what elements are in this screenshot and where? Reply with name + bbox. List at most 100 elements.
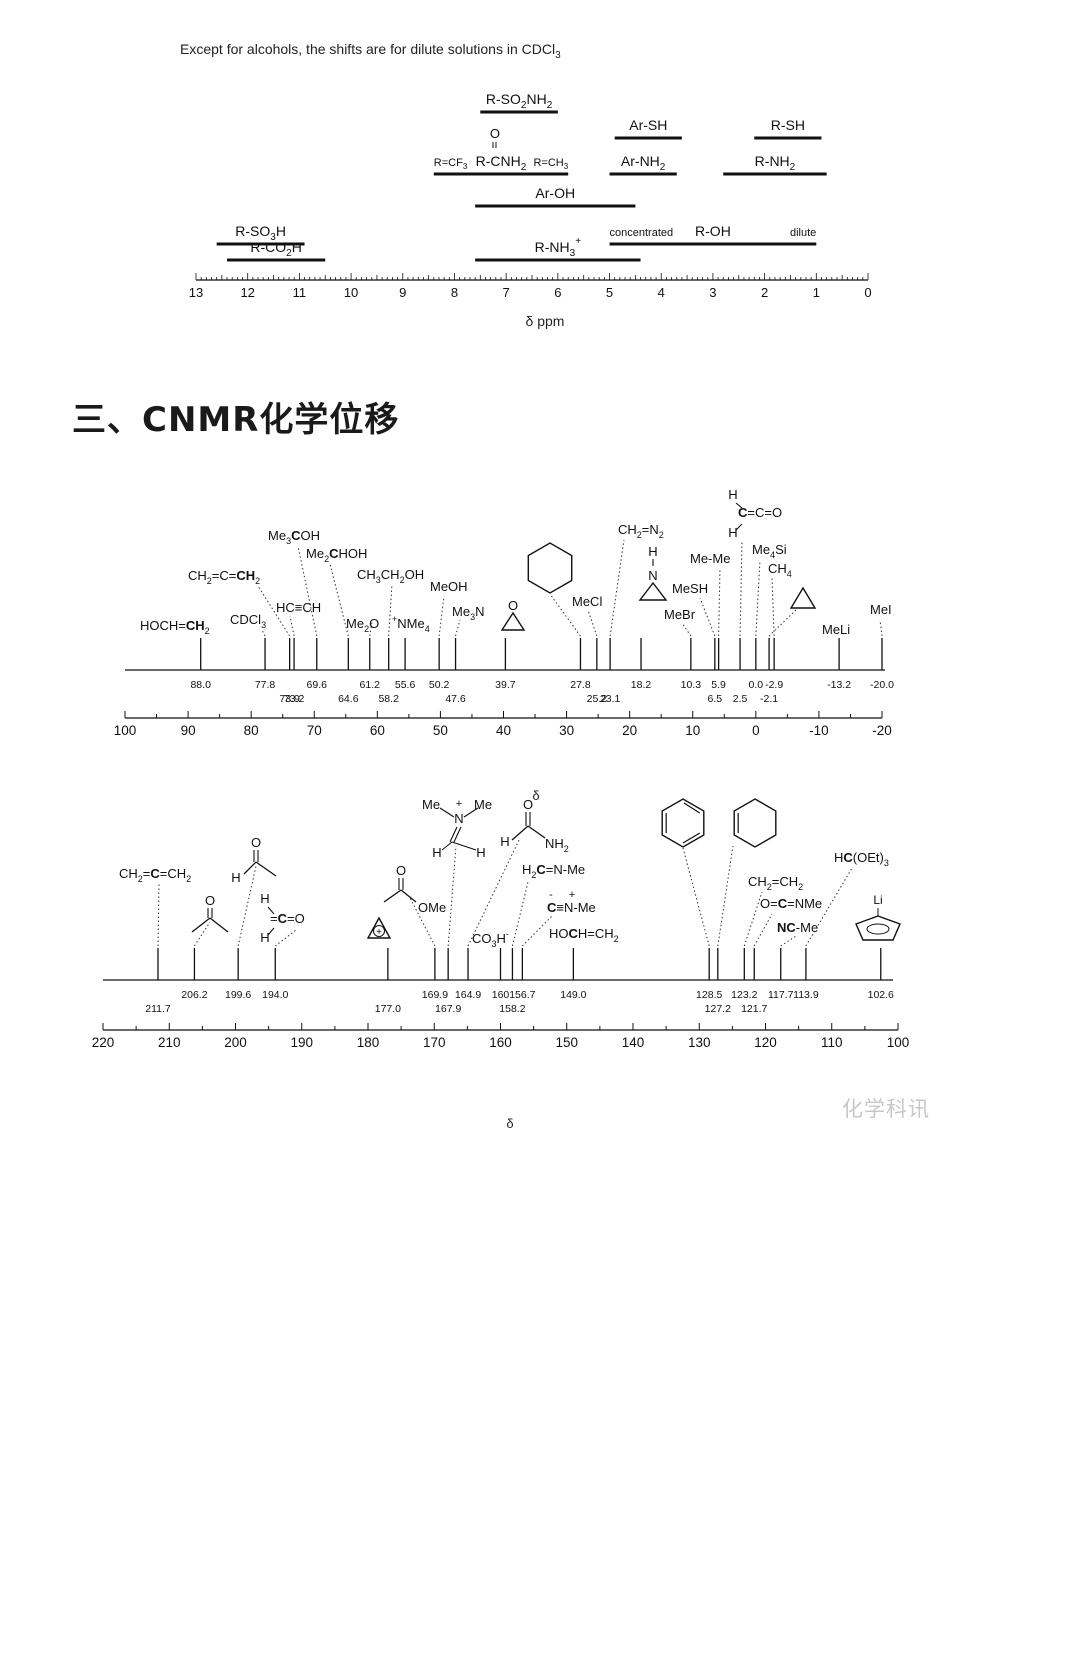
peak-value-label: 0.0	[749, 679, 764, 691]
peak-value-label: 199.6	[225, 989, 251, 1001]
chart-note: Except for alcohols, the shifts are for …	[180, 41, 561, 61]
peak-value-label: 121.7	[741, 1003, 767, 1015]
peak-value-label: 27.8	[570, 679, 591, 691]
struct-enol: HOCH=CH2	[549, 926, 619, 944]
bond	[439, 807, 455, 818]
aziridine-n: N	[648, 568, 657, 583]
peak-value-label: 58.2	[378, 693, 399, 705]
axis-tick-label: -10	[809, 723, 829, 738]
peak-value-label: 211.7	[145, 1003, 171, 1015]
peak-value-label: 123.2	[731, 989, 757, 1001]
peak-value-label: 23.1	[600, 693, 621, 705]
leader-line	[682, 847, 710, 947]
struct-mebr: MeBr	[664, 607, 696, 622]
bond	[451, 841, 477, 851]
leader-line	[455, 619, 461, 637]
leader-line	[681, 622, 692, 637]
acetaldehyde-o: O	[251, 835, 261, 850]
struct-meoh: MeOH	[430, 579, 468, 594]
bond	[453, 826, 462, 843]
carbonyl-oxygen: O	[490, 126, 500, 141]
leader-line	[409, 897, 436, 947]
formamide-o: O	[523, 797, 533, 812]
struct-ethylene: CH2=CH2	[748, 874, 803, 892]
leader-line	[257, 585, 291, 637]
cpli-li: Li	[873, 893, 882, 907]
hnmr-tick-label: 6	[554, 285, 561, 300]
struct-orthoformate: HC(OEt)3	[834, 850, 889, 868]
hnmr-tick-label: 4	[658, 285, 665, 300]
axis-tick-label: 100	[887, 1035, 910, 1050]
cation-circle	[373, 925, 385, 937]
iminium-me: Me	[422, 797, 440, 812]
peak-value-label: 164.9	[455, 989, 481, 1001]
struct-meli: MeLi	[822, 622, 850, 637]
peak-value-label: 10.3	[681, 679, 702, 691]
leader-line	[743, 891, 763, 947]
peak-value-label: 128.5	[696, 989, 722, 1001]
peak-value-label: 160	[492, 989, 510, 1001]
cnmr-stick-chart-upfield: HOCH=CH2CDCl3CH2=C=CH2HC≡CHMe3COHMe2CHOH…	[114, 487, 894, 800]
peak-value-label: 25.2	[587, 693, 608, 705]
watermark: 化学科讯	[842, 1097, 930, 1121]
struct-diazomethane: CH2=N2	[618, 522, 664, 540]
leader-line	[699, 597, 716, 637]
acetaldehyde-h: H	[231, 870, 240, 885]
axis-tick-label: 50	[433, 723, 448, 738]
peak-value-label: -20.0	[870, 679, 894, 691]
aziridine-ring	[638, 581, 668, 601]
aziridine-h: H	[648, 544, 657, 559]
struct-ketene-2: =C=O	[270, 911, 305, 926]
axis-tick-label: 200	[224, 1035, 247, 1050]
iminium-n: N	[454, 811, 463, 826]
hnmr-tick-label: 2	[761, 285, 768, 300]
range-label: R-SO3H	[235, 223, 286, 243]
peak-value-label: 61.2	[360, 679, 381, 691]
range-note-right: dilute	[790, 227, 816, 239]
peak-value-label: -2.1	[760, 693, 778, 705]
range-label: Ar-NH2	[621, 153, 666, 173]
leader-line	[755, 559, 761, 637]
bond	[243, 861, 257, 875]
peak-value-label: 169.9	[422, 989, 448, 1001]
axis-tick-label: 70	[307, 723, 322, 738]
peak-value-label: 102.6	[868, 989, 894, 1001]
peak-value-label: 73.9	[279, 693, 300, 705]
leader-line	[717, 845, 734, 947]
axis-tick-label: 210	[158, 1035, 181, 1050]
struct-bicarbonate: CO3H-	[472, 929, 509, 949]
leader-line	[511, 881, 529, 947]
axis-tick-label: 90	[181, 723, 196, 738]
ketene-h: H	[728, 487, 737, 502]
axis-tick-label: 110	[821, 1035, 843, 1050]
section-heading: 三、CNMR化学位移	[72, 400, 400, 440]
peak-value-label: 113.9	[793, 989, 819, 1001]
hnmr-xlabel: δ ppm	[526, 313, 565, 329]
bond	[735, 502, 743, 509]
cyclohexane-ring	[527, 542, 573, 594]
leader-line	[388, 583, 393, 637]
leader-line	[753, 913, 773, 947]
struct-methanimine: H2C=N-Me	[522, 862, 585, 880]
hnmr-tick-label: 1	[813, 285, 820, 300]
axis-tick-label: -20	[872, 723, 892, 738]
range-note-left: R=CF3	[434, 157, 468, 171]
peak-value-label: 18.2	[631, 679, 652, 691]
bond	[463, 807, 479, 818]
axis-tick-label: 180	[357, 1035, 380, 1050]
struct-hoch-ch2: HOCH=CH2	[140, 618, 210, 636]
ester-ome: OMe	[418, 900, 446, 915]
peak-value-label: 156.7	[509, 989, 535, 1001]
cnmr2-xlabel: δ	[506, 1116, 513, 1130]
axis-tick-label: 130	[688, 1035, 711, 1050]
leader-line	[549, 593, 581, 637]
axis-tick-label: 150	[555, 1035, 578, 1050]
range-note-left: concentrated	[610, 227, 674, 239]
hnmr-tick-label: 0	[864, 285, 871, 300]
leader-line	[771, 577, 775, 637]
peak-value-label: 2.5	[733, 693, 748, 705]
